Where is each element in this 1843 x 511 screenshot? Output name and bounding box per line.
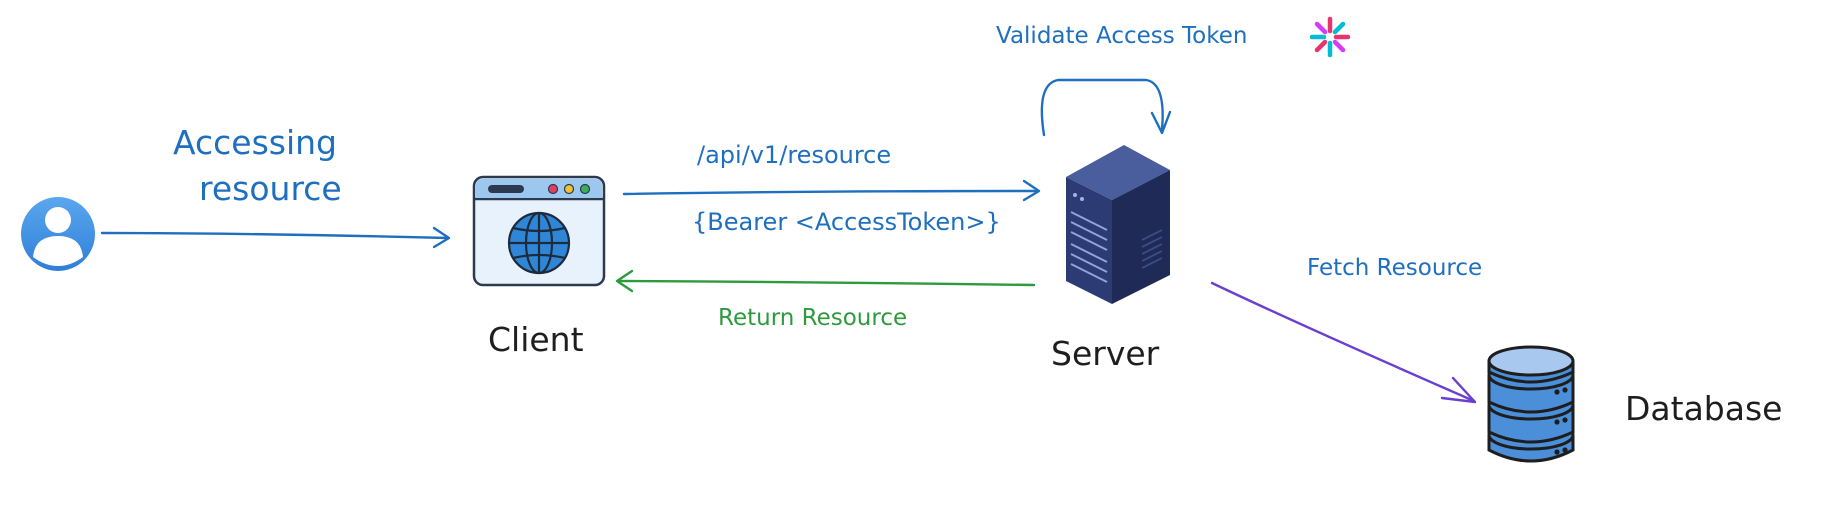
database-stack-icon bbox=[1487, 345, 1575, 463]
client-browser-icon bbox=[472, 175, 606, 287]
arrow-server-to-client bbox=[615, 269, 1036, 293]
label-bearer-token: {Bearer <AccessToken>} bbox=[692, 208, 1001, 236]
label-server: Server bbox=[1051, 334, 1160, 373]
arrow-server-to-database bbox=[1210, 281, 1477, 404]
label-accessing-line2: resource bbox=[199, 169, 342, 208]
label-client: Client bbox=[488, 320, 584, 359]
label-return-resource: Return Resource bbox=[718, 305, 908, 331]
user-avatar-icon bbox=[21, 197, 95, 271]
server-rack-icon bbox=[1066, 145, 1170, 304]
jwt-logo-icon bbox=[1309, 16, 1351, 58]
arrow-user-to-client bbox=[100, 226, 451, 249]
arrow-validate-loop bbox=[1040, 78, 1172, 137]
label-fetch-resource: Fetch Resource bbox=[1307, 255, 1483, 281]
label-accessing-line1: Accessing bbox=[173, 123, 338, 162]
label-database: Database bbox=[1625, 389, 1783, 428]
globe-icon bbox=[507, 211, 571, 275]
arrow-client-to-server bbox=[622, 179, 1041, 202]
label-request-path: /api/v1/resource bbox=[697, 141, 892, 169]
label-validate-token: Validate Access Token bbox=[996, 23, 1248, 49]
